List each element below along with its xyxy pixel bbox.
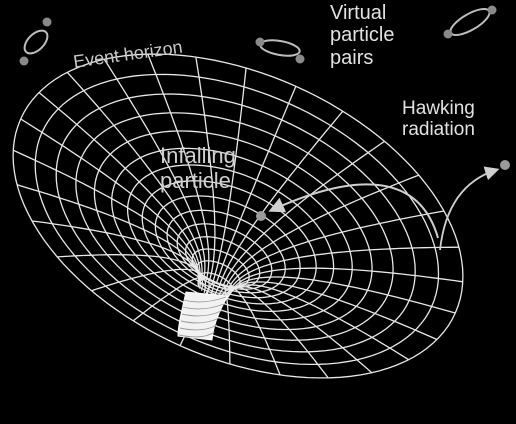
label-line: particle — [330, 24, 395, 47]
grid-line — [226, 210, 445, 292]
label-line: Infalling — [160, 143, 236, 168]
grid-line — [195, 57, 216, 281]
spacetime-funnel-grid — [12, 53, 464, 379]
virtual-pair-3 — [443, 5, 497, 39]
grid-line — [12, 53, 464, 379]
grid-line — [215, 86, 297, 284]
grid-line — [38, 92, 201, 282]
grid-line — [91, 268, 207, 294]
throat-ring — [183, 296, 227, 303]
grid-line — [147, 53, 210, 281]
grid-line — [66, 71, 203, 281]
grid-line — [227, 276, 456, 314]
grid-line — [228, 267, 463, 296]
infalling-particle-dot — [256, 211, 266, 221]
virtual-particle-pairs-label: Virtual particle pairs — [330, 2, 394, 69]
grid-line — [103, 58, 206, 281]
grid-line — [227, 246, 459, 294]
virtual-pair-2 — [255, 37, 305, 64]
grid-line — [55, 93, 416, 353]
grid-line — [12, 149, 200, 285]
grid-line — [225, 284, 410, 361]
throat-ring — [179, 324, 218, 331]
infalling-particle-label: Infalling particle — [160, 143, 236, 193]
grid-line — [16, 184, 200, 287]
infall-arrow — [268, 183, 439, 239]
label-line: Virtual — [330, 2, 387, 24]
throat-ring — [180, 317, 220, 324]
hawking-radiation-label: Hawking radiation — [402, 98, 475, 141]
label-line: particle — [160, 167, 231, 193]
label-line: pairs — [330, 46, 374, 69]
grid-line — [212, 67, 247, 282]
grid-line — [224, 174, 420, 289]
throat-ring — [182, 303, 224, 310]
grid-line — [222, 140, 385, 287]
throat-ring — [178, 331, 215, 338]
grid-line — [20, 118, 200, 284]
hawking-particle-dot — [500, 160, 510, 170]
label-line: radiation — [402, 119, 475, 141]
grid-line — [226, 281, 438, 341]
grid-line — [132, 276, 210, 322]
throat-ring — [181, 310, 222, 317]
black-hole-throat — [177, 291, 229, 341]
grid-line — [34, 73, 440, 366]
hawking-radiation-arrow — [439, 166, 500, 251]
virtual-pair-1 — [19, 17, 52, 66]
label-line: Hawking — [402, 98, 475, 119]
grid-line — [219, 110, 344, 285]
